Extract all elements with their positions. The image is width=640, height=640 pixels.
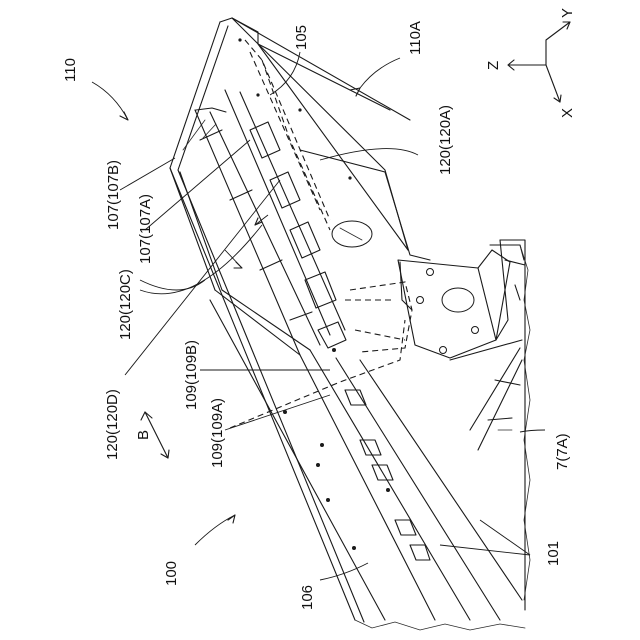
axis-y-label: Y: [559, 8, 576, 18]
direction-b-label: B: [135, 430, 152, 440]
motor-mount-bracket: [345, 240, 525, 358]
label-7A: 7(7A): [554, 433, 571, 470]
label-101: 101: [545, 541, 562, 566]
label-110A: 110A: [407, 21, 424, 55]
reference-labels: 110 105 110A 120(120A) 107(107B) 107(107…: [62, 21, 571, 610]
top-plate-110A: [232, 18, 430, 260]
inner-carriage: [183, 40, 346, 355]
label-120A: 120(120A): [437, 105, 454, 175]
label-107B: 107(107B): [105, 160, 122, 230]
label-109B: 109(109B): [183, 340, 200, 410]
leader-lines: [92, 52, 545, 580]
label-120D: 120(120D): [104, 389, 121, 460]
leader-arrowheads: [120, 88, 360, 523]
axis-z-label: Z: [485, 61, 502, 70]
rail-body: [170, 18, 522, 622]
axis-indicator: Y Z X: [485, 8, 576, 118]
axis-x-label: X: [559, 108, 576, 118]
label-105: 105: [293, 25, 310, 50]
label-100: 100: [163, 561, 180, 586]
direction-arrow-b: B: [135, 412, 169, 458]
label-120C: 120(120C): [117, 269, 134, 340]
label-110: 110: [62, 58, 79, 82]
label-109A: 109(109A): [209, 398, 226, 468]
label-106: 106: [299, 585, 316, 610]
rail-slots: [230, 320, 430, 560]
label-107A: 107(107A): [137, 194, 154, 264]
